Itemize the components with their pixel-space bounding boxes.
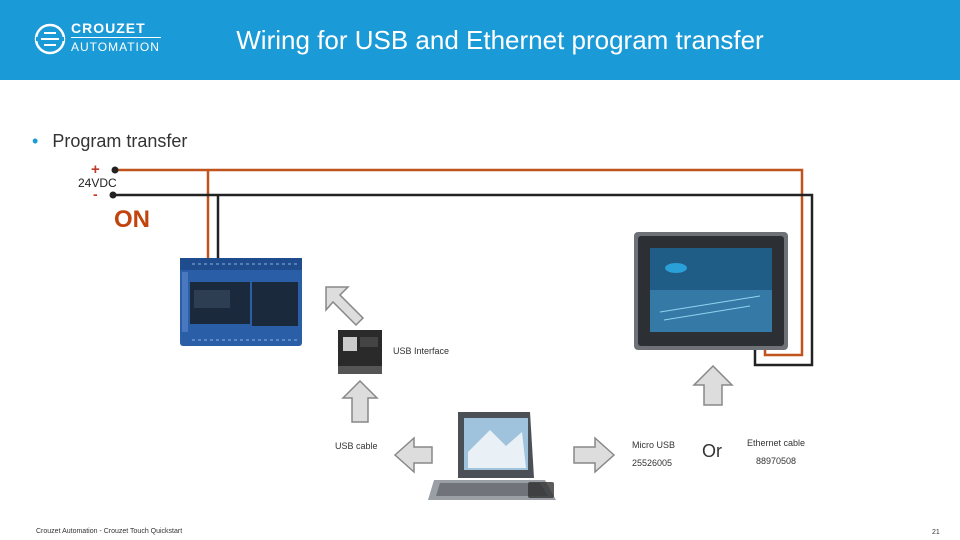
crouzet-logo-icon — [34, 23, 66, 55]
bullet-text: Program transfer — [52, 131, 188, 151]
bullet-item: • Program transfer — [32, 131, 187, 152]
arrow-up-left — [325, 286, 365, 327]
brand-top: CROUZET — [71, 20, 146, 36]
brand-bottom: AUTOMATION — [71, 40, 160, 54]
brand-divider — [71, 37, 161, 38]
bullet-dot: • — [32, 131, 39, 151]
plc-device — [180, 258, 302, 346]
arrow-up-ethernet — [692, 364, 734, 406]
touch-panel-device — [634, 232, 788, 350]
page-title: Wiring for USB and Ethernet program tran… — [236, 25, 764, 55]
micro-usb-label: Micro USB — [632, 440, 676, 450]
supply-minus-sign: - — [93, 186, 98, 202]
or-label: Or — [702, 441, 722, 461]
terminal-plus — [111, 166, 119, 174]
power-state: ON — [114, 206, 150, 233]
laptop-device — [428, 412, 556, 500]
usb-interface-label: USB Interface — [393, 346, 450, 356]
arrow-up-usb — [341, 379, 379, 423]
supply-voltage: 24VDC — [78, 176, 117, 190]
crouzet-logo: CROUZET AUTOMATION — [33, 20, 163, 58]
header-bar: CROUZET AUTOMATION Wiring for USB and Et… — [0, 0, 960, 80]
negative-wire — [113, 193, 814, 367]
usb-interface-device — [338, 330, 382, 374]
footer-text: Crouzet Automation - Crouzet Touch Quick… — [36, 528, 183, 535]
usb-cable-label: USB cable — [335, 441, 378, 451]
arrow-right — [573, 436, 616, 474]
ethernet-ref: 88970508 — [756, 456, 797, 466]
page-number: 21 — [932, 529, 940, 536]
arrow-left — [393, 436, 433, 474]
terminal-minus — [109, 191, 117, 199]
supply-plus-sign: + — [91, 161, 100, 178]
micro-usb-ref: 25526005 — [632, 458, 673, 468]
ethernet-cable-label: Ethernet cable — [747, 438, 806, 448]
